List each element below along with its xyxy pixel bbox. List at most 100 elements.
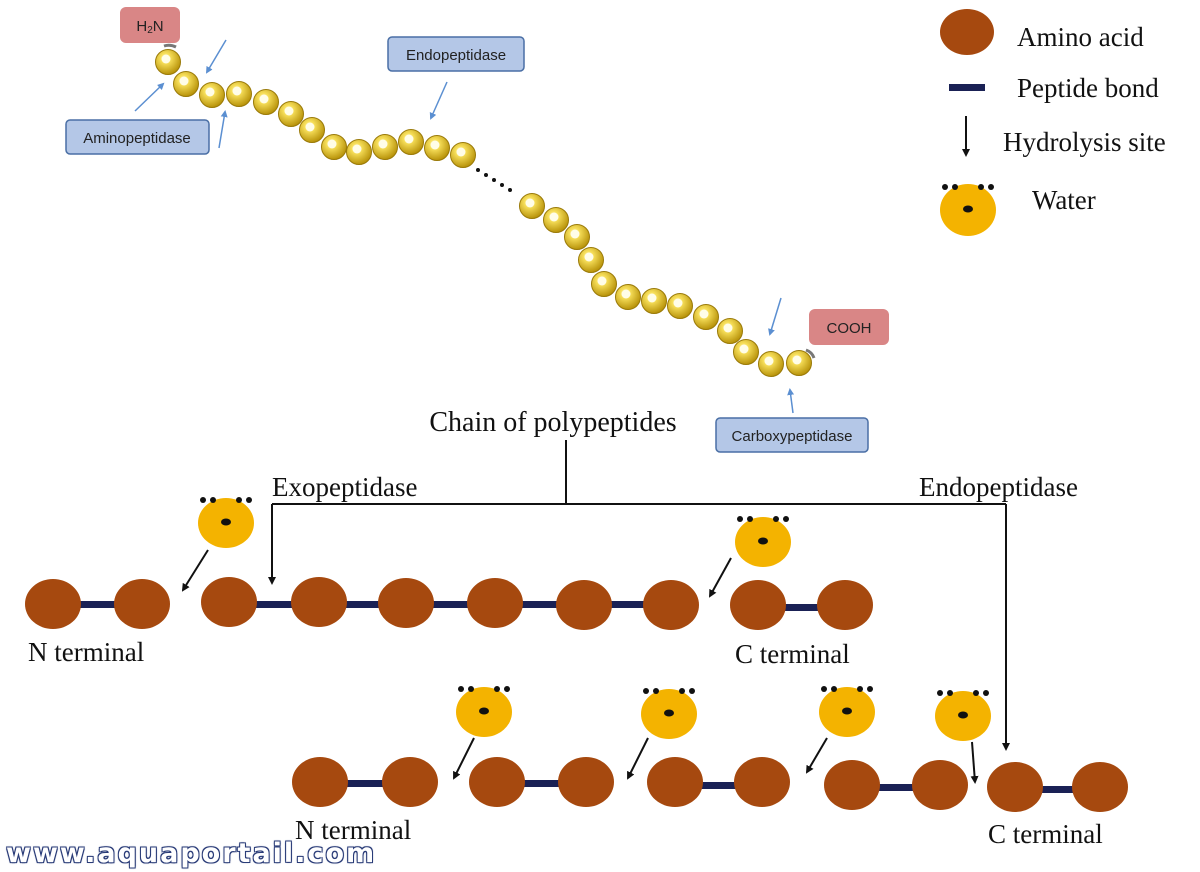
chain-bead-highlight	[647, 293, 657, 303]
c-terminal-group-label: COOH	[827, 320, 872, 337]
legend-hydrolysis-site-label: Hydrolysis site	[1003, 127, 1166, 157]
n-terminal-group-label: H	[136, 18, 147, 35]
n-terminal-connector	[163, 43, 177, 49]
chain-bead-highlight	[673, 298, 683, 308]
chain-bead-highlight	[161, 54, 171, 64]
chain-bead-highlight	[430, 140, 440, 150]
carboxypeptidase-arrow-1	[768, 297, 782, 336]
exo-row-middle-fragment	[201, 577, 699, 630]
legend-water-label: Water	[1032, 185, 1096, 215]
legend: Amino acid Peptide bond Hydrolysis site …	[940, 9, 1166, 236]
amino-acid	[114, 579, 170, 629]
hydrolysis-arrow	[709, 557, 732, 598]
hydrolysis-arrow	[453, 737, 475, 780]
water-icon	[641, 688, 697, 739]
amino-acid	[912, 760, 968, 810]
amino-acid	[987, 762, 1043, 812]
exopeptidase-branch-label: Exopeptidase	[272, 472, 417, 502]
chain-bead-highlight	[723, 323, 733, 333]
hydrolysis-arrow	[627, 737, 649, 780]
endo-row-fragment-3	[647, 757, 790, 807]
n-terminal-group-box: H2N	[120, 7, 180, 43]
amino-acid	[643, 580, 699, 630]
tree-root-label: Chain of polypeptides	[429, 407, 676, 438]
water-icon	[198, 497, 254, 548]
chain-bead-highlight	[570, 229, 580, 239]
endo-row-fragment-1	[292, 757, 438, 807]
endo-n-terminal-label: N terminal	[295, 815, 411, 845]
amino-acid	[556, 580, 612, 630]
amino-acid	[25, 579, 81, 629]
exo-n-terminal-label: N terminal	[28, 637, 144, 667]
water-icon	[456, 686, 512, 737]
tree-connectors	[268, 440, 1010, 751]
chain-bead-highlight	[739, 344, 749, 354]
legend-amino-acid-swatch	[940, 9, 994, 55]
amino-acid	[469, 757, 525, 807]
svg-text:H2N: H2N	[136, 18, 163, 36]
aminopeptidase-label: Aminopeptidase	[83, 130, 191, 147]
chain-bead-highlight	[378, 139, 388, 149]
endopeptidase-label: Endopeptidase	[406, 47, 506, 64]
amino-acid	[292, 757, 348, 807]
chain-bead-highlight	[284, 106, 294, 116]
chain-gap-dots	[476, 168, 512, 192]
water-icon	[819, 686, 875, 737]
watermark: www.aquaportail.com	[6, 838, 377, 869]
amino-acid	[382, 757, 438, 807]
endopeptidase-branch-label: Endopeptidase	[919, 472, 1078, 502]
chain-bead-highlight	[179, 76, 189, 86]
exo-row-n-fragment	[25, 579, 170, 629]
chain-bead-highlight	[232, 86, 242, 96]
endo-row-fragment-5	[987, 762, 1128, 812]
hydrolysis-arrow	[805, 737, 828, 774]
chain-bead-highlight	[327, 139, 337, 149]
chain-bead-highlight	[764, 356, 774, 366]
water-molecules	[198, 497, 991, 741]
aminopeptidase-arrow-1	[134, 82, 165, 112]
chain-bead-highlight	[305, 122, 315, 132]
aminopeptidase-arrow-3	[218, 110, 228, 149]
amino-acid	[378, 578, 434, 628]
endopeptidase-arrow	[429, 81, 448, 120]
amino-acid	[1072, 762, 1128, 812]
endo-c-terminal-label: C terminal	[988, 819, 1103, 849]
amino-acid	[817, 580, 873, 630]
aminopeptidase-box: Aminopeptidase	[65, 119, 210, 155]
chain-bead-highlight	[621, 289, 631, 299]
aminopeptidase-arrow-2	[205, 39, 227, 74]
water-icon	[935, 690, 991, 741]
chain-bead-highlight	[205, 87, 215, 97]
amino-acid	[730, 580, 786, 630]
chain-bead-highlight	[525, 198, 535, 208]
hydrolysis-arrow	[970, 741, 979, 784]
amino-acid	[291, 577, 347, 627]
endopeptidase-box: Endopeptidase	[387, 36, 525, 72]
carboxypeptidase-label: Carboxypeptidase	[732, 428, 853, 445]
polypeptide-chain	[155, 49, 812, 377]
amino-acid	[467, 578, 523, 628]
chain-bead-highlight	[597, 276, 607, 286]
amino-acid	[201, 577, 257, 627]
carboxypeptidase-box: Carboxypeptidase	[715, 417, 869, 453]
exo-c-terminal-label: C terminal	[735, 639, 850, 669]
enzyme-pointer-arrows	[134, 39, 795, 414]
chain-bead-highlight	[699, 309, 709, 319]
legend-peptide-bond-swatch	[949, 84, 985, 91]
hydrolysis-arrows	[181, 549, 979, 784]
n-terminal-group-subscript: 2	[147, 25, 153, 36]
endo-row-fragment-4	[824, 760, 968, 810]
n-terminal-group-suffix: N	[153, 18, 164, 35]
legend-peptide-bond-label: Peptide bond	[1017, 73, 1159, 103]
exo-row-c-fragment	[730, 580, 873, 630]
chain-bead-highlight	[549, 212, 559, 222]
c-terminal-connector	[805, 348, 816, 359]
c-terminal-group-box: COOH	[809, 309, 889, 345]
chain-bead-highlight	[404, 134, 414, 144]
water-icon	[735, 516, 791, 567]
legend-amino-acid-label: Amino acid	[1017, 22, 1144, 52]
amino-acid	[647, 757, 703, 807]
chain-bead-highlight	[352, 144, 362, 154]
carboxypeptidase-arrow-2	[787, 388, 795, 414]
endo-row-fragment-2	[469, 757, 614, 807]
